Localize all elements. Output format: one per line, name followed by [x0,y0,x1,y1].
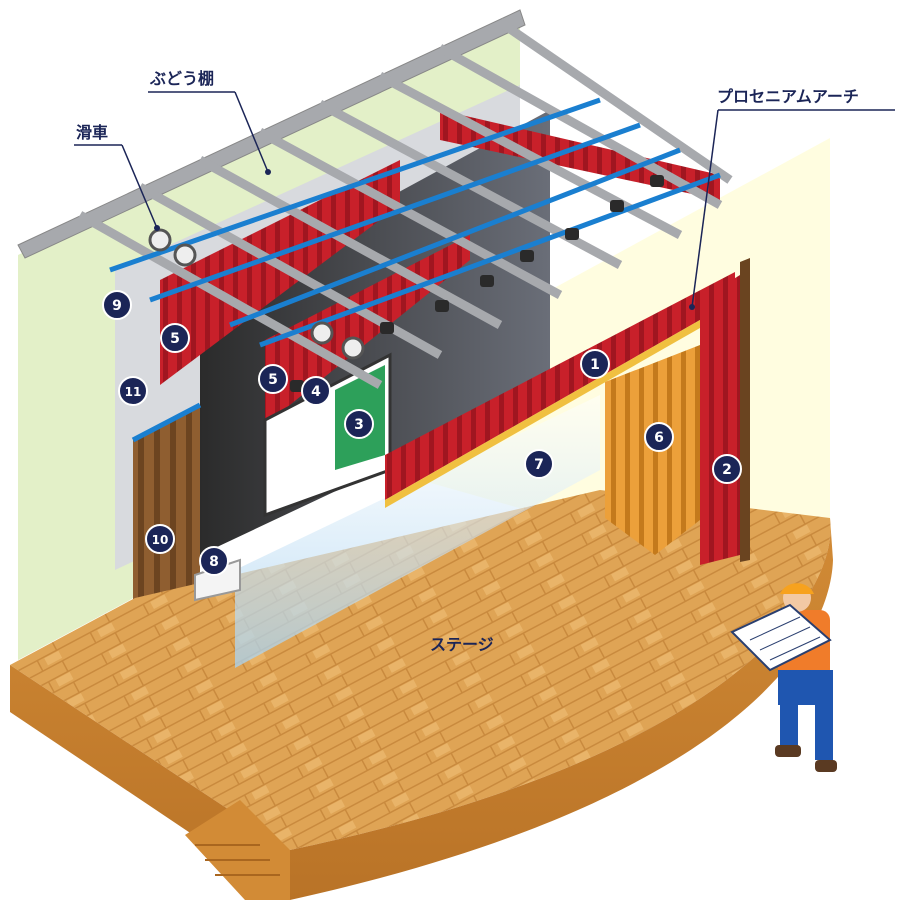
marker-2: 2 [712,454,742,484]
stage-steps [185,800,290,900]
grid-frame [17,9,733,389]
proscenium-valance [385,272,735,500]
marker-9: 9 [102,290,132,320]
svg-text:7: 7 [534,457,544,473]
marker-7: 7 [524,449,554,479]
marker-3: 3 [344,409,374,439]
svg-text:9: 9 [112,298,122,314]
svg-text:5: 5 [170,331,180,347]
brown-side-curtain [133,405,200,645]
pulley-icon [148,228,365,360]
stage-edge [10,518,833,900]
stage-light-icons [290,175,664,392]
svg-text:10: 10 [152,533,169,547]
marker-11: 11 [118,376,148,406]
red-side-curtain [700,275,740,565]
svg-text:4: 4 [311,384,321,400]
marker-6: 6 [644,422,674,452]
blueprint-icon [730,603,832,672]
grid-label: ぶどう棚 [149,69,214,88]
marker-5a: 5 [160,323,190,353]
svg-text:6: 6 [654,430,664,446]
worker-icon [730,583,837,772]
proscenium-label: プロセニアムアーチ [717,87,859,106]
svg-text:5: 5 [268,372,278,388]
svg-text:8: 8 [209,554,219,570]
marker-5b: 5 [258,364,288,394]
marker-1: 1 [580,349,610,379]
light-blue-curtain [235,395,600,668]
svg-text:3: 3 [354,417,364,433]
marker-4: 4 [301,376,331,406]
border-curtain-5a [160,160,400,385]
marker-8: 8 [199,546,229,576]
stage-label: ステージ [430,635,494,654]
svg-text:11: 11 [125,385,142,399]
svg-text:1: 1 [590,357,600,373]
marker-10: 10 [145,524,175,554]
pulley-label: 滑車 [76,123,108,142]
svg-text:2: 2 [722,462,732,478]
